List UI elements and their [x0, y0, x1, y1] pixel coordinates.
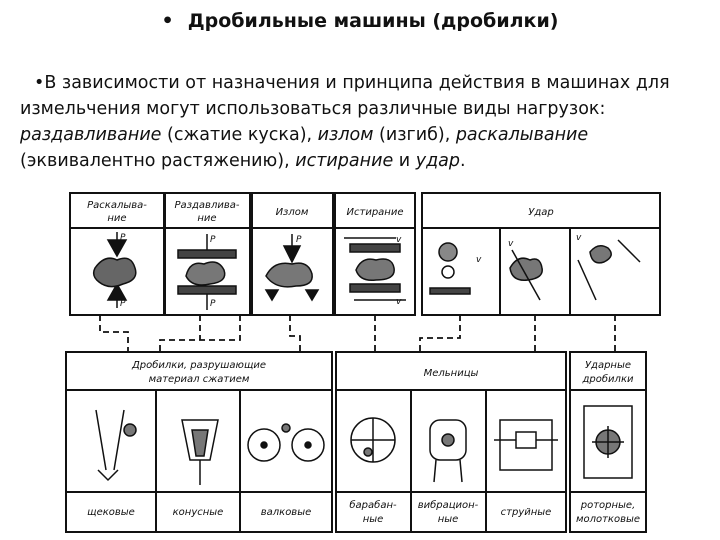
abrasion-illustration [344, 237, 406, 301]
break-illustration [264, 234, 320, 302]
text-p1: (сжатие куска), [161, 125, 318, 145]
term-abrasion: истирание [295, 151, 394, 171]
label-drum-2: ные [363, 514, 384, 525]
force-v-5: v [576, 233, 582, 243]
text-p4: и [393, 151, 416, 171]
label-roll: валковые [261, 507, 312, 518]
label-jet: струйные [501, 507, 552, 518]
force-v-3: v [476, 255, 482, 265]
squeezing-illustration [177, 234, 237, 310]
box-compress-crushers [65, 351, 333, 533]
label-rotor-1: роторные, [580, 500, 636, 511]
box-break [251, 192, 334, 316]
label-abrasion: Истирание [347, 207, 404, 218]
force-v-1: v [396, 235, 402, 245]
intro-paragraph: •В зависимости от назначения и принципа … [20, 70, 710, 174]
term-crushing: раздавливание [20, 125, 162, 145]
header-mills: Мельницы [424, 368, 479, 379]
label-cone: конусные [173, 507, 224, 518]
label-jaw: щековые [87, 507, 135, 518]
paragraph-bullet: • [34, 73, 45, 93]
label-break: Излом [276, 207, 309, 218]
force-p-3: P [210, 235, 216, 245]
jet-mill-illustration [494, 419, 558, 471]
header-impact-1: Ударные [585, 360, 631, 371]
paragraph-intro: В зависимости от назначения и принципа д… [20, 73, 670, 119]
force-v-2: v [396, 297, 402, 307]
vibro-mill-illustration [429, 419, 467, 483]
slide-title: • Дробильные машины (дробилки) [0, 10, 720, 32]
term-bending: излом [317, 125, 374, 145]
header-impact-2: дробилки [582, 373, 634, 385]
label-rotor-2: молотковые [576, 514, 640, 525]
rotor-crusher-illustration [583, 405, 633, 479]
roll-crusher-illustration [247, 423, 325, 462]
jaw-crusher-illustration [95, 409, 137, 482]
term-impact: удар [415, 151, 461, 171]
label-crushing-1: Раскалыва- [87, 200, 147, 211]
label-squeezing-2: ние [197, 213, 216, 224]
header-compress-1: Дробилки, разрушающие [131, 359, 266, 371]
label-crushing-2: ние [107, 213, 126, 224]
label-vibro-2: ные [438, 514, 459, 525]
label-drum-1: барабан- [349, 499, 397, 511]
force-p-4: P [210, 299, 216, 309]
impact-illustration [429, 239, 641, 301]
box-mills [335, 351, 567, 533]
box-squeezing [164, 192, 251, 316]
title-text: Дробильные машины (дробилки) [187, 10, 559, 32]
text-p3: (эквивалентно растяжению), [20, 151, 296, 171]
text-p5: . [460, 151, 466, 171]
term-splitting: раскалывание [455, 125, 589, 145]
label-impact: Удар [528, 207, 553, 218]
box-impact [421, 192, 661, 316]
cone-crusher-illustration [181, 419, 219, 485]
text-p2: (изгиб), [373, 125, 456, 145]
header-compress-2: материал сжатием [149, 374, 250, 385]
force-p-2: P [120, 299, 126, 309]
box-impact-crushers [569, 351, 647, 533]
label-vibro-1: вибрацион- [418, 499, 479, 511]
crushing-illustration [92, 232, 137, 308]
force-p-1: P [120, 233, 126, 243]
force-v-4: v [508, 239, 514, 249]
label-squeezing-1: Раздавлива- [175, 200, 240, 211]
force-p-5: P [296, 235, 302, 245]
drum-mill-illustration [350, 417, 396, 463]
title-bullet: • [161, 10, 174, 32]
